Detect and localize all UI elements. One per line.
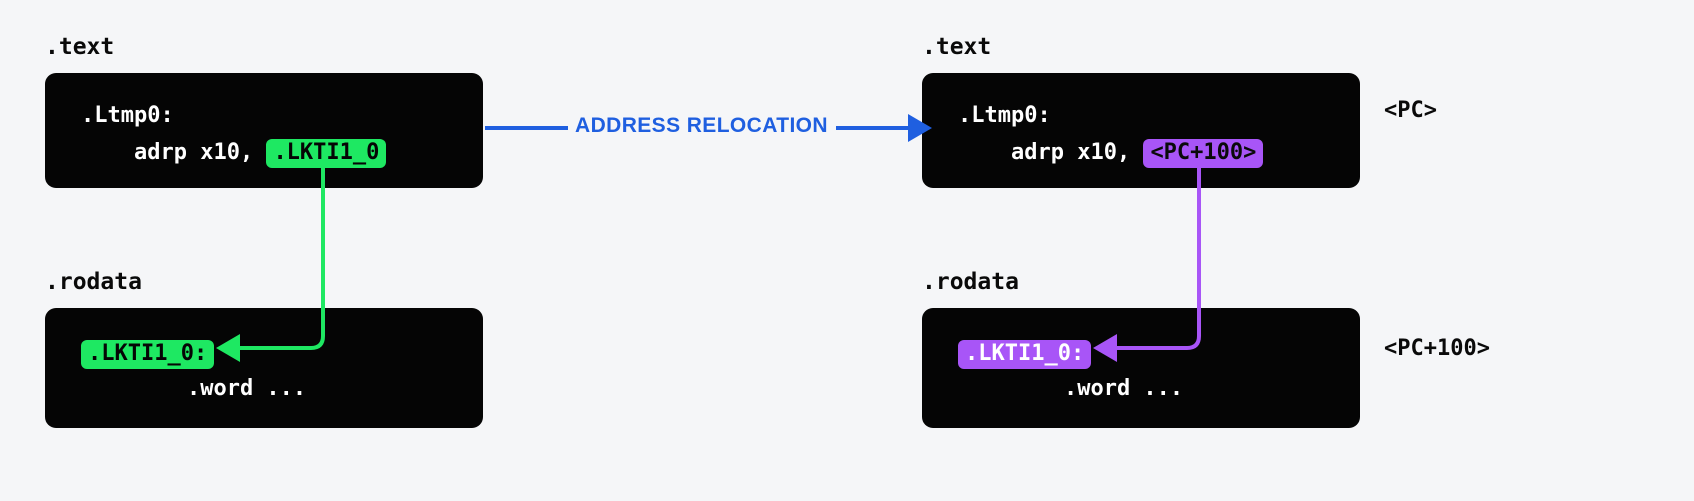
right-rodata-section-label: .rodata xyxy=(922,269,1019,295)
right-rodata-label-line: .LKTI1_0: xyxy=(958,340,1092,369)
right-rodata-symbol-chip[interactable]: .LKTI1_0: xyxy=(958,340,1092,369)
right-text-section-label: .text xyxy=(922,34,992,60)
right-rodata-column: .rodata .LKTI1_0: .word ... xyxy=(922,271,1360,428)
right-rodata-word-line: .word ... xyxy=(958,376,1184,401)
left-text-panel: .Ltmp0: adrp x10, .LKTI1_0 xyxy=(45,73,483,188)
left-rodata-section-label: .rodata xyxy=(45,269,142,295)
left-text-line-adrp: adrp x10, .LKTI1_0 xyxy=(81,139,387,168)
left-rodata-word-line: .word ... xyxy=(81,376,307,401)
right-text-line-adrp: adrp x10, <PC+100> xyxy=(958,139,1264,168)
left-text-section-label: .text xyxy=(45,34,115,60)
right-text-line-ltmp0: .Ltmp0: xyxy=(958,103,1051,128)
left-text-line-ltmp0: .Ltmp0: xyxy=(81,103,174,128)
left-symbol-chip[interactable]: .LKTI1_0 xyxy=(266,139,387,168)
right-resolved-address-chip[interactable]: <PC+100> xyxy=(1143,139,1264,168)
right-column: .text .Ltmp0: adrp x10, <PC+100> xyxy=(922,36,1360,188)
right-adrp-prefix: adrp x10, xyxy=(958,140,1144,165)
left-rodata-symbol-chip[interactable]: .LKTI1_0: xyxy=(81,340,215,369)
left-rodata-label-line: .LKTI1_0: xyxy=(81,340,215,369)
left-adrp-prefix: adrp x10, xyxy=(81,140,267,165)
right-text-panel: .Ltmp0: adrp x10, <PC+100> xyxy=(922,73,1360,188)
left-rodata-panel: .LKTI1_0: .word ... xyxy=(45,308,483,428)
annotation-pc-plus-100: <PC+100> xyxy=(1384,336,1490,361)
left-column: .text .Ltmp0: adrp x10, .LKTI1_0 xyxy=(45,36,483,188)
address-relocation-label: ADDRESS RELOCATION xyxy=(575,114,828,137)
right-rodata-panel: .LKTI1_0: .word ... xyxy=(922,308,1360,428)
left-rodata-column: .rodata .LKTI1_0: .word ... xyxy=(45,271,483,428)
annotation-pc: <PC> xyxy=(1384,98,1437,123)
